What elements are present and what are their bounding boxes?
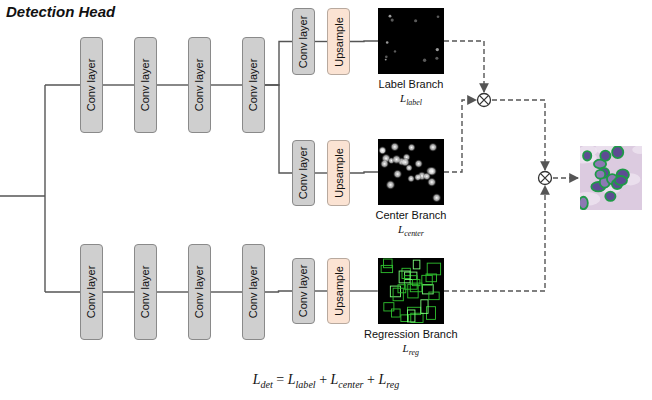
conv-layer-box: Conv layer <box>134 244 157 340</box>
conv-layer-box: Conv layer <box>242 244 265 340</box>
branch-output-panel: Regression BranchLreg <box>364 258 458 359</box>
layer-name: Conv layer <box>298 15 310 68</box>
conv-layer-box: Conv layer <box>134 37 157 133</box>
loss-symbol: Llabel <box>400 91 422 108</box>
connector <box>350 172 378 173</box>
connector <box>103 291 134 292</box>
conv-layer-box: Conv layer <box>80 244 103 340</box>
layer-name: Conv layer <box>248 266 260 319</box>
loss-symbol: Lcenter <box>398 222 424 239</box>
conv-layer-box: Conv layer <box>292 258 315 324</box>
layer-name: Upsample <box>333 17 345 67</box>
upsample-box: Upsample <box>327 140 350 206</box>
layer-name: Upsample <box>333 266 345 316</box>
layer-name: Conv layer <box>140 266 152 319</box>
conv-layer-box: Conv layer <box>188 244 211 340</box>
layer-name: Conv layer <box>194 59 206 112</box>
conv-layer-box: Conv layer <box>80 37 103 133</box>
connector <box>315 41 327 42</box>
layer-name: Conv layer <box>194 266 206 319</box>
loss-symbol: Lreg <box>403 341 419 358</box>
layer-name: Upsample <box>333 148 345 198</box>
multiply-symbol <box>539 172 552 185</box>
layer-name: Conv layer <box>86 59 98 112</box>
dashed-wire <box>444 41 578 291</box>
conv-layer-box: Conv layer <box>242 37 265 133</box>
connector <box>265 42 292 86</box>
upsample-box: Upsample <box>327 258 350 324</box>
connector <box>211 291 242 292</box>
layer-name: Conv layer <box>86 266 98 319</box>
connector <box>157 291 188 292</box>
connector <box>315 172 327 173</box>
connector <box>157 84 188 85</box>
connector <box>315 290 327 291</box>
branch-name: Regression Branch <box>364 327 458 341</box>
feature-map-image <box>378 258 444 324</box>
diagram-title: Detection Head <box>6 3 115 20</box>
layer-name: Conv layer <box>298 147 310 200</box>
layer-name: Conv layer <box>140 59 152 112</box>
conv-layer-box: Conv layer <box>292 8 315 75</box>
branch-name: Label Branch <box>379 77 444 91</box>
multiply-symbol <box>478 94 491 107</box>
connector <box>265 291 292 292</box>
branch-output-panel: Center BranchLcenter <box>376 139 447 240</box>
feature-map-image <box>378 8 444 74</box>
loss-formula: Ldet = Llabel + Lcenter + Lreg <box>0 372 652 390</box>
layer-name: Conv layer <box>298 265 310 318</box>
connector <box>350 290 378 291</box>
feature-map-image <box>378 139 444 205</box>
layer-name: Conv layer <box>248 59 260 112</box>
output-image <box>580 146 642 210</box>
conv-layer-box: Conv layer <box>188 37 211 133</box>
connector <box>211 84 242 85</box>
connector <box>103 84 134 85</box>
branch-output-panel: Label BranchLlabel <box>378 8 444 109</box>
branch-name: Center Branch <box>376 208 447 222</box>
input-wire <box>0 85 80 292</box>
upsample-box: Upsample <box>327 8 350 75</box>
conv-layer-box: Conv layer <box>292 140 315 206</box>
connector <box>265 85 292 173</box>
connector <box>350 40 378 42</box>
